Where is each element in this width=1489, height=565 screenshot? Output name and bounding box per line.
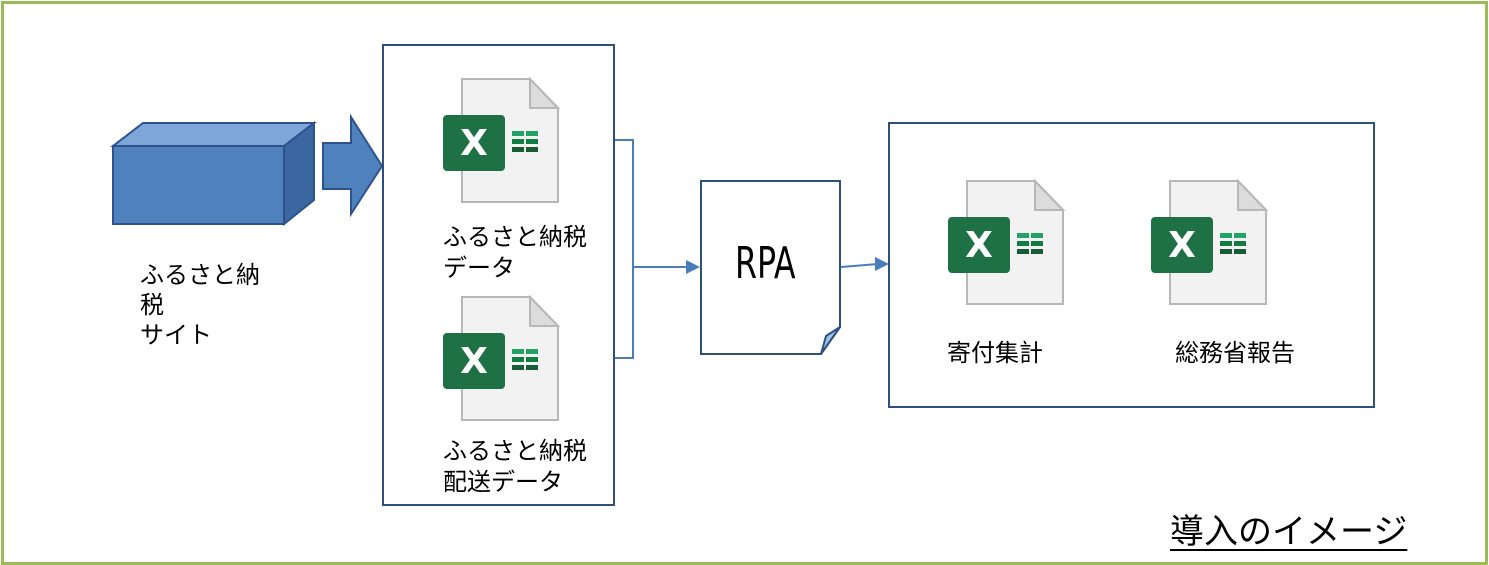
excel-file-icon: X xyxy=(1151,178,1269,305)
excel-file-icon: X xyxy=(443,294,561,421)
svg-text:X: X xyxy=(965,225,993,266)
site-label-line: 税 xyxy=(140,291,164,319)
file-label-line: データ xyxy=(443,254,515,282)
file-label-line: 配送データ xyxy=(443,468,563,496)
file-label-line: ふるさと納税 xyxy=(443,223,587,251)
website-cube-icon xyxy=(110,120,317,227)
excel-file-icon: X xyxy=(948,178,1066,305)
diagram-caption: 導入のイメージ xyxy=(1170,512,1408,552)
site-label-line: ふるさと納 xyxy=(140,261,260,289)
svg-text:X: X xyxy=(460,341,488,382)
file-label-line: ふるさと納税 xyxy=(443,437,587,465)
rpa-label: RPA xyxy=(735,238,796,289)
svg-text:X: X xyxy=(460,123,488,164)
rpa-document-shape xyxy=(700,180,841,355)
rpa-output-connector xyxy=(840,263,879,268)
excel-file-icon: X xyxy=(443,76,561,203)
arrowhead-to-rpa xyxy=(686,260,700,274)
flow-block-arrow xyxy=(322,113,384,218)
svg-text:X: X xyxy=(1168,225,1196,266)
site-label-line: サイト xyxy=(140,321,212,349)
arrowhead-to-output xyxy=(875,257,889,271)
output-file-label: 寄付集計 xyxy=(947,339,1043,367)
output-file-label: 総務省報告 xyxy=(1175,339,1295,367)
